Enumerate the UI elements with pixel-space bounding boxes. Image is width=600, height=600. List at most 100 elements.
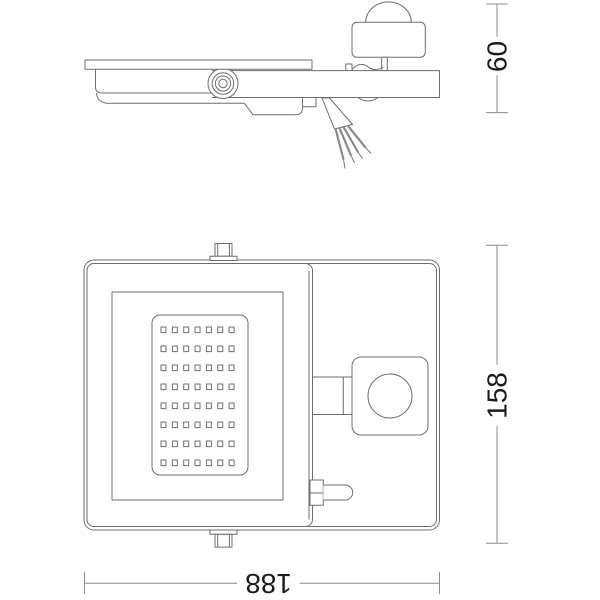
led-chip: [228, 364, 235, 372]
sensor-module: [351, 356, 429, 436]
wire-2: [338, 127, 353, 156]
led-chip: [171, 459, 178, 467]
led-panel: [151, 314, 249, 476]
dimension-front-width: 188: [84, 568, 440, 599]
glass-frame: [111, 291, 284, 501]
dimension-side-height: 60: [482, 3, 513, 114]
led-chip: [183, 440, 190, 448]
led-chip: [171, 440, 178, 448]
wire-4: [347, 125, 367, 149]
top-cap: [209, 243, 238, 262]
sensor-body: [351, 21, 426, 58]
led-chip: [160, 459, 167, 467]
led-chip: [171, 402, 178, 410]
bottom-cap: [209, 529, 238, 548]
led-chip: [205, 440, 212, 448]
led-chip: [160, 421, 167, 429]
led-chip: [194, 364, 201, 372]
knob-ring-outer: [211, 72, 235, 95]
led-chip: [205, 402, 212, 410]
wire-1-tip: [343, 159, 346, 169]
led-chip: [194, 421, 201, 429]
led-chip: [160, 345, 167, 353]
bracket-bar-fill: [212, 70, 440, 98]
led-chip: [217, 326, 224, 334]
led-chip: [228, 345, 235, 353]
dimension-front-height: 158: [482, 244, 513, 544]
led-chip: [217, 402, 224, 410]
led-chip: [205, 345, 212, 353]
led-grid: [160, 326, 235, 467]
power-cable: [321, 97, 372, 169]
led-chip: [217, 383, 224, 391]
led-chip: [205, 364, 212, 372]
led-chip: [183, 383, 190, 391]
led-chip: [205, 421, 212, 429]
led-chip: [183, 326, 190, 334]
led-chip: [194, 440, 201, 448]
led-chip: [228, 402, 235, 410]
led-chip: [171, 364, 178, 372]
led-chip: [183, 364, 190, 372]
led-chip: [160, 326, 167, 334]
led-chip: [171, 345, 178, 353]
led-chip: [228, 421, 235, 429]
sensor-arm: [312, 376, 353, 415]
led-chip: [194, 402, 201, 410]
wire-1: [334, 128, 345, 160]
led-chip: [217, 459, 224, 467]
led-chip: [194, 345, 201, 353]
wire-4-tip: [365, 147, 372, 154]
led-chip: [217, 440, 224, 448]
led-chip: [217, 364, 224, 372]
front-view: 158 188: [83, 243, 513, 599]
sensor-lens: [367, 373, 413, 419]
bracket-knuckle-arc: [357, 97, 379, 102]
led-chip: [183, 421, 190, 429]
bottom-cap-base: [209, 529, 238, 535]
bottom-cap-screw-lines: [217, 534, 230, 548]
side-cable-step: [302, 97, 317, 108]
knob-ring-inner: [218, 78, 228, 89]
led-chip: [171, 326, 178, 334]
top-cap-base: [209, 255, 238, 262]
wire-3-tip: [357, 151, 363, 159]
side-body-outline: [95, 69, 212, 94]
led-chip: [171, 383, 178, 391]
sensor-dome-icon: [365, 1, 412, 23]
led-chip: [194, 459, 201, 467]
side-front-lip: [84, 59, 313, 70]
side-view: 60: [84, 1, 513, 169]
led-chip: [217, 421, 224, 429]
led-chip: [228, 440, 235, 448]
led-chip: [171, 421, 178, 429]
dim188-label: 188: [245, 568, 292, 599]
led-chip: [183, 345, 190, 353]
sensor-cable-curve: [351, 63, 384, 71]
led-chip: [183, 459, 190, 467]
side-lower-cover: [96, 92, 303, 116]
led-chip: [228, 326, 235, 334]
led-chip: [160, 440, 167, 448]
sensor-stem: [381, 56, 388, 72]
led-chip: [205, 326, 212, 334]
led-chip: [160, 402, 167, 410]
bottom-cap-screw: [214, 533, 233, 548]
dim60-label: 60: [482, 41, 513, 72]
knob-ring-mid: [214, 75, 232, 92]
cable-gland: [309, 479, 354, 506]
side-sensor: [345, 1, 426, 73]
wire-2-tip: [350, 155, 355, 164]
dim158-label: 158: [482, 372, 513, 419]
led-chip: [183, 402, 190, 410]
led-chip: [228, 459, 235, 467]
wire-3: [342, 126, 359, 153]
led-chip: [160, 383, 167, 391]
led-chip: [205, 459, 212, 467]
top-cap-screw-lines: [217, 243, 230, 257]
led-chip: [194, 326, 201, 334]
cable-sheath: [321, 97, 353, 130]
led-chip: [228, 383, 235, 391]
pivot-knob: [207, 68, 239, 99]
led-chip: [160, 364, 167, 372]
